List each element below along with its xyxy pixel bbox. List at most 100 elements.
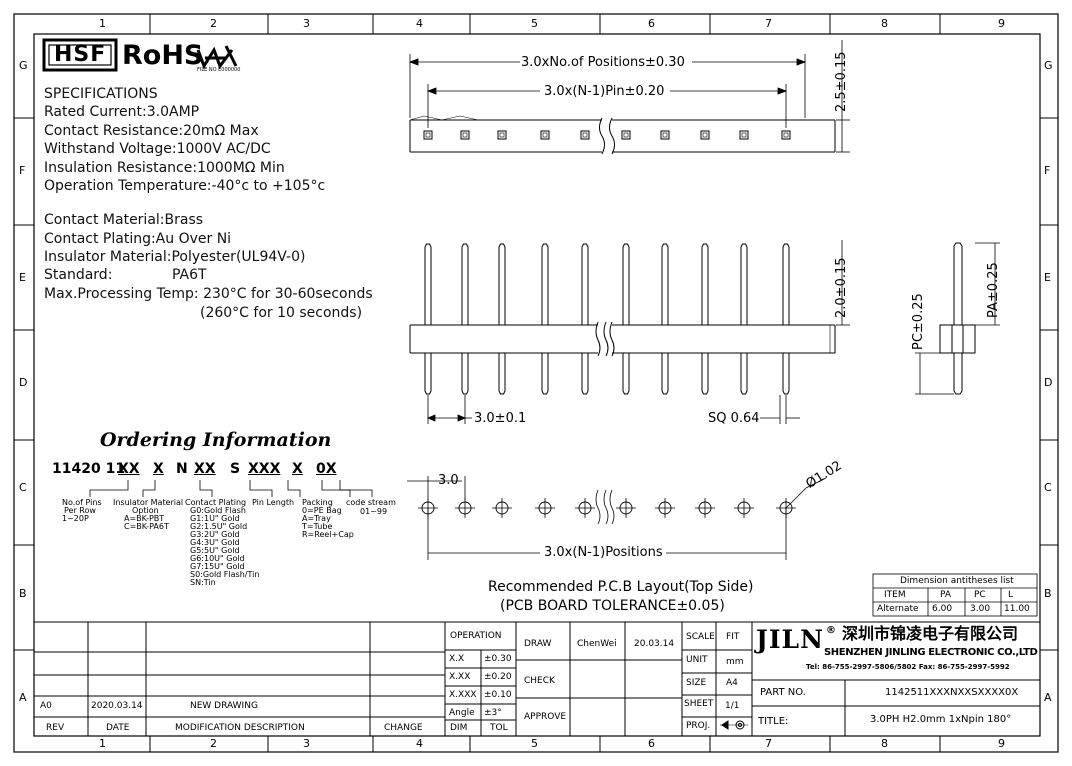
ordering-code-part: XX bbox=[194, 461, 216, 477]
zone-col-top: 1 bbox=[99, 17, 106, 30]
ordering-leaders bbox=[89, 480, 373, 497]
material-line: Contact Plating:Au Over Ni bbox=[44, 230, 232, 247]
dimension-list-value: Alternate bbox=[877, 604, 919, 614]
dimension-list-title: Dimension antitheses list bbox=[900, 576, 1014, 586]
zone-row-right: C bbox=[1044, 481, 1052, 494]
legend-pin-length: Pin Length bbox=[252, 498, 295, 507]
dim-pa: PA±0.25 bbox=[986, 262, 1001, 318]
tolerance-value: ±0.10 bbox=[484, 690, 512, 700]
rev-description: NEW DRAWING bbox=[190, 701, 258, 711]
dimension-list-value: 3.00 bbox=[970, 604, 991, 614]
dimension-list-value: 6.00 bbox=[932, 604, 953, 614]
dimension-list-header: ITEM bbox=[884, 590, 906, 600]
ordering-code-part: S bbox=[230, 461, 241, 477]
zone-col-top: 7 bbox=[765, 17, 772, 30]
ul-logo-icon bbox=[196, 45, 238, 70]
title-label: TITLE: bbox=[758, 716, 789, 727]
front-pin bbox=[424, 243, 432, 395]
material-line: Insulator Material:Polyester(UL94V-0) bbox=[44, 249, 306, 265]
top-pin-inner bbox=[741, 132, 747, 138]
part-no-value: 1142511XXXNXXSXXXX0X bbox=[885, 687, 1019, 698]
side-view bbox=[915, 242, 1000, 395]
top-pin-inner bbox=[702, 132, 708, 138]
pcb-holes bbox=[418, 498, 796, 518]
dimension-list-header: L bbox=[1008, 590, 1014, 600]
top-dimension-lines bbox=[408, 40, 850, 153]
zone-row-right: E bbox=[1044, 271, 1051, 284]
check-label: CHECK bbox=[524, 676, 555, 686]
top-pin-square bbox=[580, 130, 590, 140]
projection-symbol-icon bbox=[720, 720, 748, 730]
zone-col-bottom: 9 bbox=[998, 737, 1005, 750]
zone-col-top: 2 bbox=[210, 17, 217, 30]
front-pin bbox=[740, 243, 748, 395]
spec-line: Withstand Voltage:1000V AC/DC bbox=[44, 141, 271, 157]
processing-temp: Max.Processing Temp: 230°C for 30-60seco… bbox=[44, 286, 373, 302]
legend-packing: Packing bbox=[302, 498, 333, 507]
legend-pins: No.of Pins bbox=[62, 498, 102, 507]
front-pin bbox=[498, 243, 506, 395]
title-block-grid bbox=[34, 621, 1040, 736]
size-value: A4 bbox=[726, 678, 738, 688]
zone-row-right: G bbox=[1044, 59, 1053, 72]
legend-insulator: A=BK-PBT bbox=[124, 514, 165, 523]
legend-plating: G2:1.5U" Gold bbox=[190, 522, 248, 531]
scale-value: FIT bbox=[726, 632, 740, 642]
company-logo: JILN bbox=[756, 625, 824, 654]
dim-pcb-positions: 3.0x(N-1)Positions bbox=[544, 545, 663, 560]
zone-row-right: D bbox=[1044, 376, 1053, 389]
front-pin bbox=[461, 243, 469, 395]
pcb-note-2: (PCB BOARD TOLERANCE±0.05) bbox=[500, 598, 725, 614]
dimension-list-value: 11.00 bbox=[1004, 604, 1030, 614]
zone-col-bottom: 3 bbox=[303, 737, 310, 750]
ordering-code-part: 0X bbox=[316, 461, 337, 477]
dim-pin-span: 3.0x(N-1)Pin±0.20 bbox=[544, 84, 665, 99]
rohs-logo: RoHS bbox=[122, 40, 204, 71]
unit-value: mm bbox=[726, 657, 744, 667]
hsf-logo: HSF bbox=[54, 42, 107, 67]
change-header: CHANGE bbox=[384, 723, 423, 733]
front-pin bbox=[541, 243, 549, 395]
dimension-list-header: PA bbox=[940, 590, 952, 600]
legend-plating: G0:Gold Flash bbox=[190, 506, 246, 515]
hsf-logo-box bbox=[42, 38, 118, 72]
top-pin-inner bbox=[425, 132, 431, 138]
dim-height-side: 2.0±0.15 bbox=[834, 257, 849, 318]
front-pin bbox=[622, 243, 630, 395]
top-pin-inner bbox=[582, 132, 588, 138]
zone-row-left: A bbox=[19, 691, 27, 704]
zone-row-left: C bbox=[19, 481, 27, 494]
spec-line: Rated Current:3.0AMP bbox=[44, 104, 200, 120]
legend-code-stream: code stream bbox=[346, 498, 396, 507]
legend-plating: SN:Tin bbox=[190, 578, 216, 587]
zone-row-right: B bbox=[1044, 587, 1052, 600]
rev-header: REV bbox=[46, 723, 65, 733]
dim-pitch: 3.0±0.1 bbox=[474, 411, 527, 426]
top-pin-square bbox=[660, 130, 670, 140]
company-name-cn: 深圳市锦凌电子有限公司 bbox=[842, 624, 1019, 643]
top-pin-square bbox=[460, 130, 470, 140]
legend-plating: G4:3U" Gold bbox=[190, 538, 240, 547]
legend-packing: T=Tube bbox=[302, 522, 333, 531]
dim-sq: SQ 0.64 bbox=[708, 411, 760, 426]
front-view-pins bbox=[424, 243, 790, 395]
front-pin bbox=[782, 243, 790, 395]
proj-label: PROJ. bbox=[686, 721, 711, 731]
tolerance-dim: X.XX bbox=[449, 672, 471, 682]
scale-label: SCALE bbox=[686, 632, 715, 642]
zone-col-bottom: 7 bbox=[765, 737, 772, 750]
draw-date: 20.03.14 bbox=[634, 639, 675, 649]
approve-label: APPROVE bbox=[524, 712, 567, 722]
legend-pins: 1~20P bbox=[62, 514, 89, 523]
pcb-note-1: Recommended P.C.B Layout(Top Side) bbox=[488, 579, 754, 595]
legend-plating: G6:10U" Gold bbox=[190, 554, 245, 563]
top-pin-square bbox=[739, 130, 749, 140]
zone-col-top: 3 bbox=[303, 17, 310, 30]
top-pin-inner bbox=[623, 132, 629, 138]
legend-plating: G5:5U" Gold bbox=[190, 546, 240, 555]
spec-line: Insulation Resistance:1000MΩ Min bbox=[44, 159, 285, 176]
tolerance-dim-header: DIM bbox=[450, 723, 468, 733]
zone-col-bottom: 4 bbox=[416, 737, 423, 750]
zone-col-bottom: 8 bbox=[881, 737, 888, 750]
top-pin-inner bbox=[462, 132, 468, 138]
